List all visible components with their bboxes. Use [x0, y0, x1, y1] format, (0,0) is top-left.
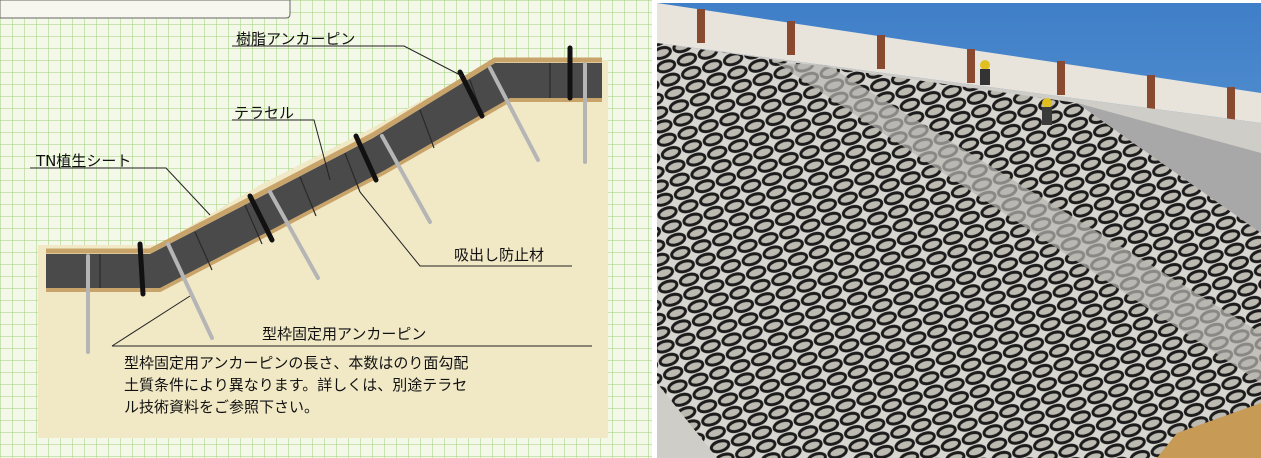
workers — [980, 60, 1052, 125]
label-tn-vegetation-sheet: TN植生シート — [36, 152, 132, 170]
sheet-strip — [777, 63, 1261, 383]
note-line: ル技術資料をご参照下さい。 — [124, 398, 320, 416]
label-form-fixing-pin: 型枠固定用アンカーピン — [262, 325, 427, 343]
geocell-field — [657, 43, 1261, 458]
slope-cross-section-diagram: 樹脂アンカーピン テラセル TN植生シート 吸出し防止材 型枠固定用アンカーピン… — [0, 0, 652, 458]
form-fixing-pins — [86, 62, 587, 354]
fence — [657, 3, 1261, 123]
label-resin-anchor-pin: 樹脂アンカーピン — [236, 30, 356, 48]
terracell-band — [46, 63, 602, 288]
upper-slope — [1077, 103, 1261, 233]
installation-photo — [657, 3, 1261, 458]
title-tab — [0, 0, 291, 19]
diagram-graphic — [0, 0, 652, 458]
photo-illustration — [657, 3, 1261, 458]
leader-lines — [30, 45, 592, 347]
note-line: 型枠固定用アンカーピンの長さ、本数はのり面勾配 — [124, 354, 469, 372]
label-terracell: テラセル — [234, 104, 295, 122]
soil-body — [38, 60, 608, 438]
tn-vegetation-sheet — [46, 57, 602, 254]
note-line: 土質条件により異なります。詳しくは、別途テラセ — [124, 376, 468, 394]
resin-anchor-pins — [137, 45, 573, 297]
soil-patch — [1157, 403, 1261, 458]
label-anti-outflow-mat: 吸出し防止材 — [454, 246, 545, 264]
pin-length-note: 型枠固定用アンカーピンの長さ、本数はのり面勾配 土質条件により異なります。詳しく… — [124, 352, 468, 418]
